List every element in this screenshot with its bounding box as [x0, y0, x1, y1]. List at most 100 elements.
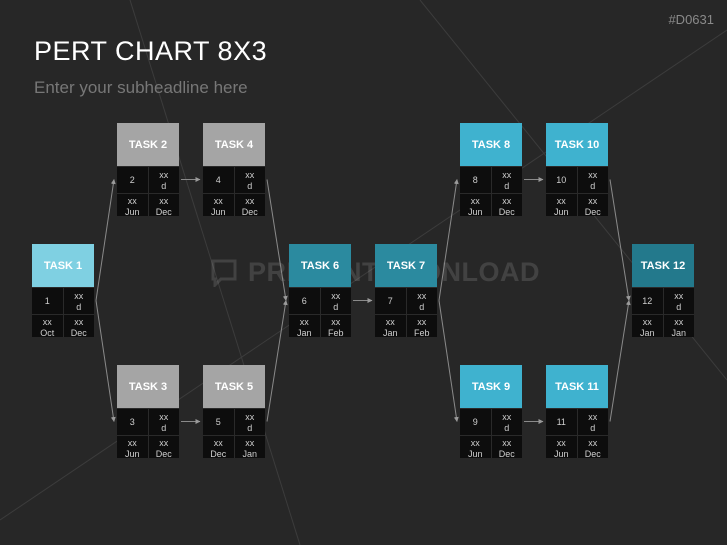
- task-end-day: xx: [502, 196, 512, 206]
- task-header[interactable]: TASK 4: [203, 123, 265, 166]
- task-header[interactable]: TASK 5: [203, 365, 265, 408]
- connector-t7-t8: [438, 179, 459, 301]
- task-number: 8: [472, 175, 478, 185]
- page-subtitle: Enter your subheadline here: [34, 78, 248, 97]
- task-duration: xx d: [233, 167, 266, 193]
- task-start-day: xx: [213, 438, 223, 448]
- task-end-day: xx: [159, 438, 169, 448]
- task-duration: xx d: [662, 288, 695, 314]
- task-end-month: Jan: [671, 328, 686, 338]
- task-end-day: xx: [674, 317, 684, 327]
- task-header[interactable]: TASK 6: [289, 244, 351, 287]
- task-duration: xx d: [576, 167, 609, 193]
- connector-t7-t9: [438, 300, 459, 422]
- task-duration: xx d: [319, 288, 352, 314]
- task-start-month: Jan: [382, 328, 398, 338]
- task-end-day: xx: [245, 196, 255, 206]
- task-number: 2: [129, 175, 135, 185]
- task-start-month: Jun: [124, 207, 140, 217]
- task-duration-text: xx d: [159, 411, 169, 433]
- task-duration-text: xx d: [588, 169, 598, 191]
- task-start-month: Jan: [639, 328, 655, 338]
- task-name: TASK 11: [555, 380, 599, 393]
- task-header[interactable]: TASK 1: [32, 244, 94, 287]
- task-start-day: xx: [213, 196, 223, 206]
- task-number: 5: [215, 417, 221, 427]
- task-header[interactable]: TASK 2: [117, 123, 179, 166]
- task-duration: xx d: [233, 409, 266, 435]
- task-duration-text: xx d: [588, 411, 598, 433]
- task-number: 12: [642, 296, 653, 306]
- task-number: 9: [472, 417, 478, 427]
- task-end-month: Feb: [327, 328, 344, 338]
- connector-t10-t12: [609, 179, 631, 301]
- task-name: TASK 12: [640, 259, 686, 272]
- task-duration-text: xx d: [245, 411, 255, 433]
- slide-code: #D0631: [668, 12, 714, 27]
- task-header[interactable]: TASK 12: [632, 244, 694, 287]
- task-header[interactable]: TASK 11: [546, 365, 608, 408]
- task-duration-text: xx d: [417, 290, 427, 312]
- task-name: TASK 3: [128, 380, 168, 393]
- task-number: 10: [556, 175, 567, 185]
- task-number: 11: [556, 417, 566, 427]
- task-start-month: Oct: [40, 328, 55, 338]
- task-name: TASK 4: [214, 138, 254, 151]
- task-end-day: xx: [159, 196, 169, 206]
- task-start-month: Jun: [553, 449, 569, 459]
- task-duration: xx d: [576, 409, 609, 435]
- task-header[interactable]: TASK 8: [460, 123, 522, 166]
- connector-t5-t6: [266, 300, 288, 422]
- task-start-day: xx: [127, 196, 137, 206]
- task-start-day: xx: [127, 438, 137, 448]
- task-header[interactable]: TASK 7: [375, 244, 437, 287]
- task-duration-text: xx d: [159, 169, 169, 191]
- task-number: 4: [215, 175, 221, 185]
- task-start-month: Jan: [296, 328, 312, 338]
- task-end-month: Dec: [155, 449, 172, 459]
- task-name: TASK 2: [128, 138, 168, 151]
- task-start-month: Dec: [210, 449, 227, 459]
- task-duration-text: xx d: [74, 290, 84, 312]
- task-end-month: Dec: [584, 207, 601, 217]
- speech-bubble-icon: [211, 259, 237, 287]
- task-header[interactable]: TASK 10: [546, 123, 608, 166]
- task-start-day: xx: [556, 196, 566, 206]
- task-number: 7: [387, 296, 393, 306]
- task-number: 1: [44, 296, 50, 306]
- task-start-day: xx: [299, 317, 309, 327]
- task-end-day: xx: [245, 438, 255, 448]
- connector-t1-t2: [95, 179, 116, 301]
- task-header[interactable]: TASK 3: [117, 365, 179, 408]
- task-start-month: Jun: [553, 207, 569, 217]
- task-header[interactable]: TASK 9: [460, 365, 522, 408]
- connector-t4-t6: [266, 179, 288, 301]
- task-duration-text: xx d: [502, 411, 512, 433]
